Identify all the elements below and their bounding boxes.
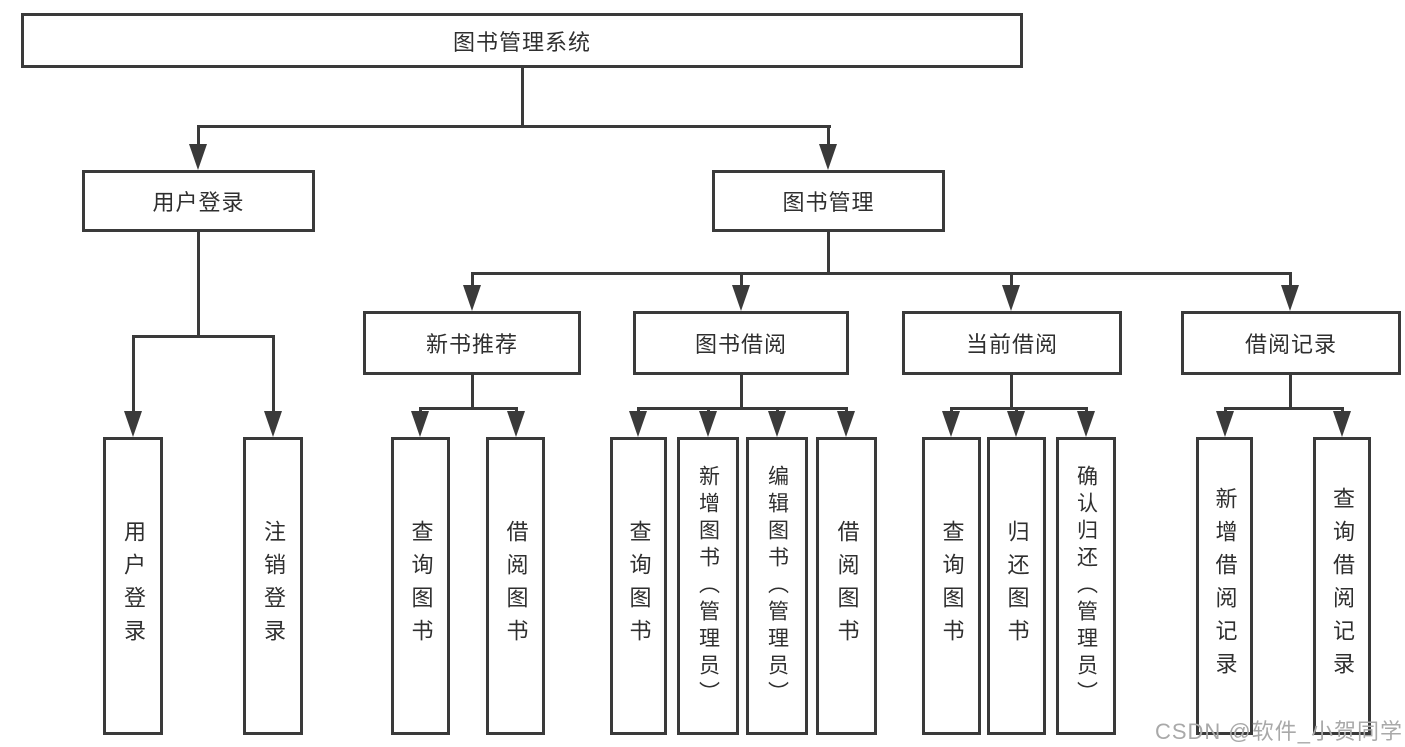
leaf-label-query-books-current: 查询图书 <box>939 520 965 652</box>
connector-line <box>1289 375 1292 407</box>
connector-line <box>521 68 524 125</box>
leaf-label-query-borrow-record: 查询借阅记录 <box>1330 487 1355 685</box>
leaf-label-confirm-return-admin: 确认归还（管理员） <box>1074 464 1098 708</box>
leaf-label-query-books-recommend: 查询图书 <box>408 520 434 652</box>
node-label-user-login: 用户登录 <box>152 190 245 215</box>
connector-line <box>637 407 848 410</box>
node-box-new-book-recommend: 新书推荐 <box>363 311 581 375</box>
leaf-label-return-books: 归还图书 <box>1004 520 1030 652</box>
arrowhead-down-icon <box>1216 411 1234 437</box>
connector-line <box>132 335 275 338</box>
leaf-box-user-login: 用户登录 <box>103 437 163 735</box>
leaf-box-confirm-return-admin: 确认归还（管理员） <box>1056 437 1116 735</box>
leaf-label-borrow-books: 借阅图书 <box>834 520 860 652</box>
leaf-label-add-borrow-record: 新增借阅记录 <box>1212 487 1238 685</box>
leaf-label-user-login: 用户登录 <box>121 520 146 652</box>
node-box-library-system: 图书管理系统 <box>21 13 1023 68</box>
leaf-box-borrow-books: 借阅图书 <box>816 437 877 735</box>
arrowhead-down-icon <box>1281 285 1299 311</box>
node-label-borrow-records: 借阅记录 <box>1244 332 1337 357</box>
node-label-book-borrowing: 图书借阅 <box>694 332 787 357</box>
arrowhead-down-icon <box>819 144 837 170</box>
arrowhead-down-icon <box>1002 285 1020 311</box>
arrowhead-down-icon <box>463 285 481 311</box>
node-label-current-borrowing: 当前借阅 <box>965 332 1058 357</box>
arrowhead-down-icon <box>768 411 786 437</box>
arrowhead-down-icon <box>699 411 717 437</box>
connector-line <box>740 375 743 407</box>
leaf-label-edit-books-admin: 编辑图书（管理员） <box>765 464 789 708</box>
node-label-library-system: 图书管理系统 <box>452 29 591 55</box>
arrowhead-down-icon <box>264 411 282 437</box>
leaf-box-query-books-borrowing: 查询图书 <box>610 437 667 735</box>
leaf-box-add-borrow-record: 新增借阅记录 <box>1196 437 1253 735</box>
connector-line <box>197 125 831 128</box>
connector-line <box>827 125 830 147</box>
leaf-label-add-books-admin: 新增图书（管理员） <box>696 464 720 708</box>
leaf-box-query-borrow-record: 查询借阅记录 <box>1313 437 1371 735</box>
arrowhead-down-icon <box>124 411 142 437</box>
leaf-label-logout: 注销登录 <box>261 520 286 652</box>
leaf-box-add-books-admin: 新增图书（管理员） <box>677 437 739 735</box>
arrowhead-down-icon <box>1077 411 1095 437</box>
connector-line <box>471 272 474 288</box>
leaf-box-logout: 注销登录 <box>243 437 303 735</box>
arrowhead-down-icon <box>942 411 960 437</box>
connector-line <box>197 125 200 147</box>
connector-line <box>471 272 1292 275</box>
connector-line <box>1289 272 1292 288</box>
connector-line <box>471 375 474 407</box>
node-label-book-management: 图书管理 <box>782 190 875 215</box>
arrowhead-down-icon <box>411 411 429 437</box>
arrowhead-down-icon <box>507 411 525 437</box>
arrowhead-down-icon <box>1007 411 1025 437</box>
watermark-text: CSDN @软件_小贺同学 <box>1154 719 1403 744</box>
leaf-label-query-books-borrowing: 查询图书 <box>626 520 652 652</box>
leaf-box-query-books-current: 查询图书 <box>922 437 981 735</box>
leaf-box-edit-books-admin: 编辑图书（管理员） <box>746 437 808 735</box>
connector-line <box>272 335 275 413</box>
leaf-box-borrow-books-recommend: 借阅图书 <box>486 437 545 735</box>
connector-line <box>1010 272 1013 288</box>
connector-line <box>1010 375 1013 407</box>
node-box-book-borrowing: 图书借阅 <box>633 311 849 375</box>
connector-line <box>419 407 518 410</box>
leaf-box-query-books-recommend: 查询图书 <box>391 437 450 735</box>
arrowhead-down-icon <box>1333 411 1351 437</box>
connector-line <box>950 407 1087 410</box>
connector-line <box>827 232 830 272</box>
node-label-new-book-recommend: 新书推荐 <box>425 332 518 357</box>
connector-line <box>1224 407 1343 410</box>
arrowhead-down-icon <box>732 285 750 311</box>
node-box-book-management: 图书管理 <box>712 170 945 232</box>
node-box-user-login: 用户登录 <box>82 170 315 232</box>
arrowhead-down-icon <box>629 411 647 437</box>
arrowhead-down-icon <box>837 411 855 437</box>
leaf-box-return-books: 归还图书 <box>987 437 1046 735</box>
connector-line <box>197 232 200 335</box>
connector-line <box>132 335 135 413</box>
connector-line <box>740 272 743 288</box>
node-box-current-borrowing: 当前借阅 <box>902 311 1122 375</box>
node-box-borrow-records: 借阅记录 <box>1181 311 1401 375</box>
leaf-label-borrow-books-recommend: 借阅图书 <box>503 520 529 652</box>
arrowhead-down-icon <box>189 144 207 170</box>
